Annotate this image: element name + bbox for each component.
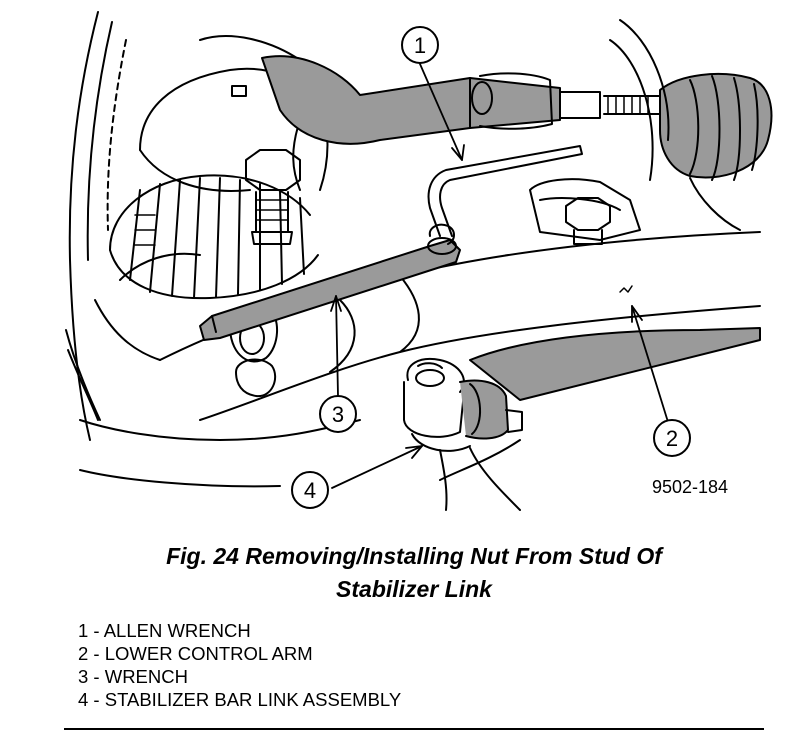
tie-rod: [261, 55, 661, 145]
legend-item: 4 - STABILIZER BAR LINK ASSEMBLY: [78, 689, 402, 710]
brake-rotor: [65, 11, 127, 441]
callout-3-label: 3: [332, 402, 344, 427]
figure-caption-line1: Fig. 24 Removing/Installing Nut From Stu…: [166, 543, 662, 569]
stabilizer-link: [403, 358, 523, 511]
upper-nut: [245, 149, 301, 245]
bottom-rule: [64, 728, 764, 730]
callout-3: 3: [319, 395, 357, 433]
cv-boot-left: [109, 174, 319, 300]
callout-2: 2: [653, 419, 691, 457]
allen-wrench-tool: [427, 145, 583, 245]
legend-item: 3 - WRENCH: [78, 666, 188, 687]
leader-lines: [330, 63, 669, 489]
figure-caption-line2: Stabilizer Link: [336, 576, 492, 602]
wrench-tool: [199, 237, 461, 341]
callout-4-label: 4: [304, 478, 316, 503]
callout-1-label: 1: [414, 33, 426, 58]
callout-1: 1: [401, 26, 439, 64]
callout-2-label: 2: [666, 426, 678, 451]
cv-boot-right: [659, 73, 773, 181]
parts-legend: 1 - ALLEN WRENCH 2 - LOWER CONTROL ARM 3…: [78, 619, 401, 711]
legend-item: 1 - ALLEN WRENCH: [78, 620, 251, 641]
drawing-code: 9502-184: [652, 477, 728, 497]
legend-item: 2 - LOWER CONTROL ARM: [78, 643, 313, 664]
callout-4: 4: [291, 471, 329, 509]
suspension-illustration: 1 2 3 4 9502-184: [65, 11, 773, 511]
